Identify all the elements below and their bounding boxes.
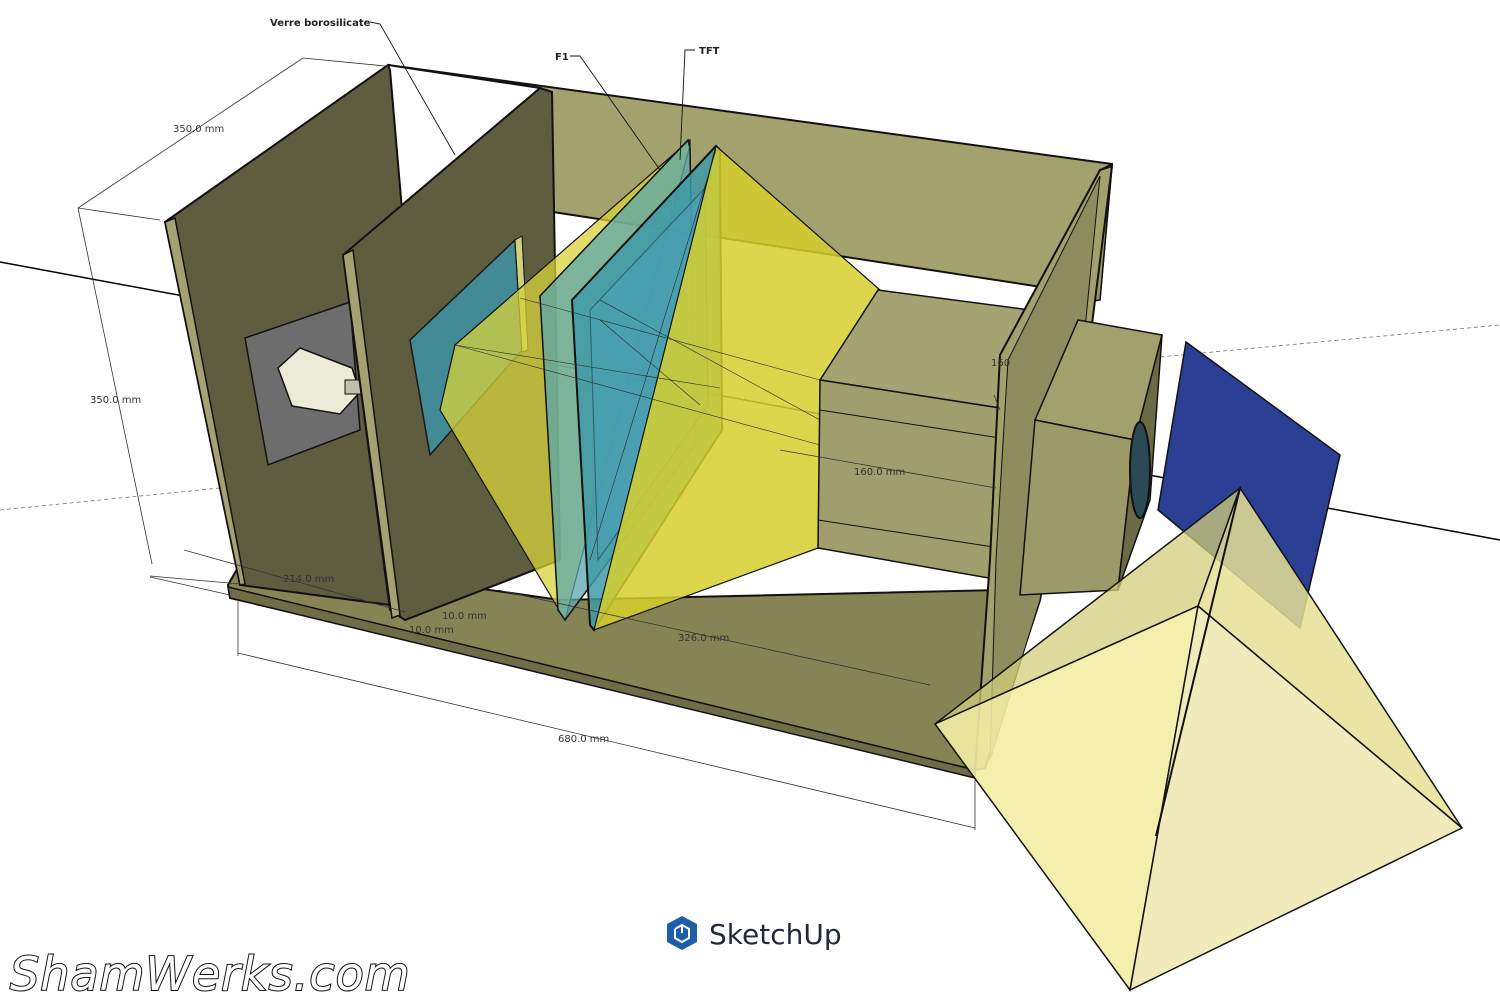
- ray-lines: [454, 149, 821, 561]
- dim-label-gap-b: 10.0 mm: [409, 625, 454, 636]
- divider-wall-edge: [342, 248, 401, 620]
- dim-label-length-680: 680.0 mm: [558, 734, 609, 745]
- lens-box-front: [817, 379, 1001, 581]
- shamwerks-watermark: ShamWerks.com: [10, 947, 411, 1000]
- sketchup-logo-text: SketchUp: [709, 918, 842, 951]
- lens-box-seam-1: [819, 409, 1001, 439]
- lens-box-seam-2: [817, 519, 1001, 549]
- dim-label-gap-a: 10.0 mm: [442, 611, 487, 622]
- callout-label-glass: Verre borosilicate: [270, 18, 371, 29]
- callout-leader-f1: [570, 55, 661, 171]
- left-wall-edge: [164, 216, 246, 586]
- pyramid-axis-line: [1155, 487, 1241, 837]
- sketchup-logo: SketchUp: [667, 916, 842, 951]
- dim-label-box-160-partial: 160: [991, 358, 1010, 369]
- dim-label-height-left: 350.0 mm: [90, 395, 141, 406]
- callout-leader-glass: [369, 21, 456, 156]
- callout-label-f1: F1: [555, 52, 569, 63]
- dim-label-depth-top: 350.0 mm: [173, 124, 224, 135]
- callout-leader-tft: [679, 49, 695, 161]
- dim-label-box-160: 160.0 mm: [854, 467, 905, 478]
- dim-label-front-214: 214.0 mm: [283, 574, 334, 585]
- lens-barrel-front: [1019, 419, 1136, 596]
- callout-label-tft: TFT: [699, 46, 720, 57]
- dashed-guide-line-left: [0, 485, 241, 511]
- dimension-lines: [77, 57, 1001, 830]
- output-pyramid-front-right: [1129, 604, 1464, 992]
- lens-glass: [1129, 421, 1151, 519]
- dim-label-span-326: 326.0 mm: [678, 633, 729, 644]
